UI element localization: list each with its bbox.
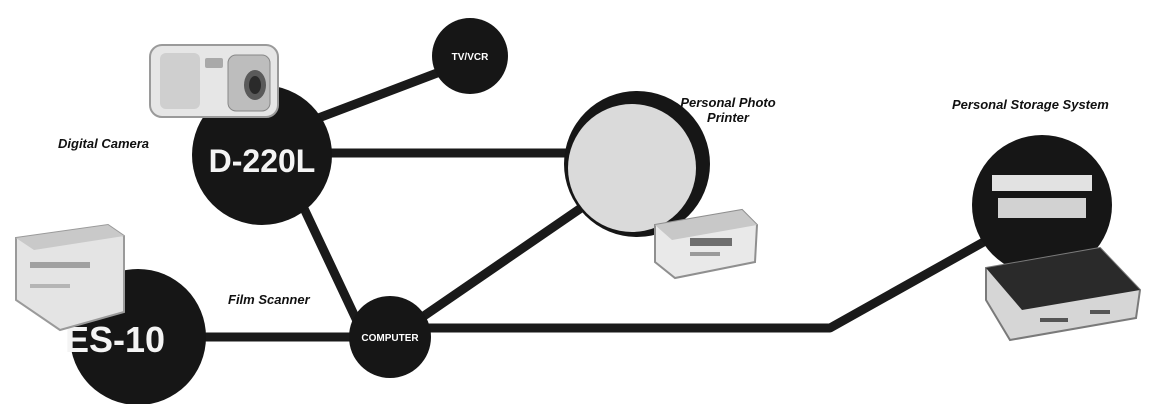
tv-vcr-node: TV/VCR xyxy=(432,18,508,94)
photo-printer-device xyxy=(654,208,759,280)
photo-printer-label: Personal Photo Printer xyxy=(658,95,798,125)
connector-camera-tvvcr xyxy=(295,65,450,130)
storage-system-node xyxy=(972,135,1142,342)
digital-camera-circle xyxy=(192,85,332,225)
photo-printer-node xyxy=(564,91,759,280)
connector-lines xyxy=(200,65,1010,343)
connector-camera-computer xyxy=(295,195,370,343)
photo-printer-inner xyxy=(568,104,696,232)
photo-printer-label-line2: Printer xyxy=(707,110,749,125)
photo-printer-label-line1: Personal Photo xyxy=(680,95,776,110)
storage-display-strip xyxy=(992,175,1092,191)
computer-text: COMPUTER xyxy=(361,333,419,344)
connector-computer-printer xyxy=(413,190,605,325)
film-scanner-model-text: ES-10 xyxy=(65,319,165,360)
digital-camera-model-text: D-220L xyxy=(209,143,316,179)
computer-circle xyxy=(349,296,431,378)
connector-computer-storage xyxy=(415,225,1010,333)
computer-node: COMPUTER xyxy=(349,296,431,378)
storage-display-strip-2 xyxy=(998,198,1086,218)
film-scanner-label: Film Scanner xyxy=(228,292,310,307)
storage-system-device xyxy=(985,246,1142,342)
film-scanner-device xyxy=(15,223,125,332)
film-scanner-node: ES-10 xyxy=(15,223,206,404)
digital-camera-device xyxy=(149,44,279,118)
tv-vcr-text: TV/VCR xyxy=(452,52,489,63)
storage-system-label: Personal Storage System xyxy=(952,97,1109,112)
tv-vcr-circle xyxy=(432,18,508,94)
digital-camera-label: Digital Camera xyxy=(58,136,150,151)
digital-camera-node: D-220L xyxy=(149,44,332,225)
